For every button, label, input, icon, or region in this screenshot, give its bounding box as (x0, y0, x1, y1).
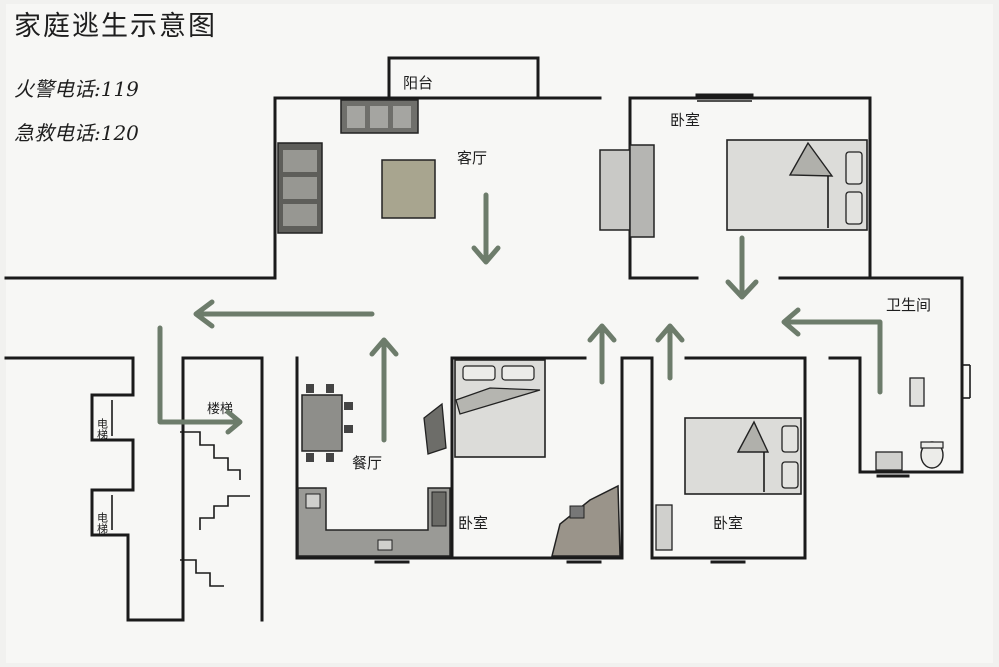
diagram-title: 家庭逃生示意图 (14, 11, 217, 42)
arrow-corridor-to-stairs (193, 299, 375, 329)
walls (4, 56, 971, 622)
kitchen-counter (297, 487, 451, 557)
bedroom-top-right-label: 卧室 (670, 111, 700, 129)
stairs-block (180, 431, 250, 587)
bedroom-bottom-right-label: 卧室 (713, 514, 743, 532)
bedroom-bottom-right-furniture (655, 417, 802, 551)
round-desk (551, 484, 621, 557)
bedroom-middle-furniture (423, 359, 621, 557)
paper-sheet (6, 4, 993, 663)
arrow-living-room-down (471, 192, 501, 265)
elevator-2-label: 电梯 (96, 512, 109, 535)
escape-routes (157, 192, 883, 443)
bathroom-fixtures (875, 377, 944, 471)
dining-furniture (297, 384, 451, 557)
tv-cabinet (599, 149, 631, 231)
bed-top-right (726, 139, 868, 231)
bathroom-label: 卫生间 (886, 296, 931, 314)
sink (875, 451, 903, 471)
arrow-bedroom-top-right-down (725, 235, 759, 300)
fire-phone-label: 火警电话:119 (14, 77, 139, 101)
ambulance-phone-label: 急救电话:120 (14, 121, 139, 145)
dining-table (301, 394, 343, 452)
dining-room-label: 餐厅 (352, 454, 382, 472)
arrow-dining-up (369, 337, 399, 443)
arrow-corridor-down-to-stairs (157, 325, 243, 435)
balcony-label: 阳台 (403, 74, 433, 92)
living-room-label: 客厅 (457, 149, 487, 167)
bedroom-top-right-furniture (726, 139, 868, 231)
bedroom-middle-label: 卧室 (458, 514, 488, 532)
arrow-bathroom-left (781, 307, 883, 395)
elevator-1-label: 电梯 (96, 418, 109, 441)
living-room-furniture (277, 99, 655, 238)
coffee-table (381, 159, 436, 219)
arrow-bedroom-middle-up (587, 323, 617, 385)
elevator-block (90, 393, 135, 537)
arrow-bedroom-bottom-up (655, 323, 685, 381)
